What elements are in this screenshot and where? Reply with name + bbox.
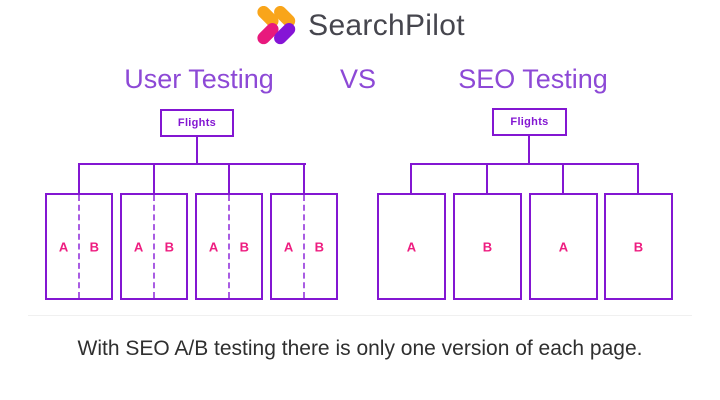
ab-split-dashed-divider bbox=[78, 195, 80, 298]
searchpilot-logo: SearchPilot bbox=[0, 6, 720, 46]
left-tree-root-node: Flights bbox=[160, 109, 234, 137]
heading-user-testing: User Testing bbox=[124, 64, 274, 94]
footer-divider-line bbox=[28, 315, 692, 316]
right-tree-horizontal-line bbox=[410, 163, 639, 165]
chevron-2-top-arm bbox=[274, 6, 296, 28]
variant-a-label: A bbox=[58, 239, 69, 254]
left-tree-drop-line bbox=[78, 164, 80, 193]
left-tree-horizontal-line bbox=[78, 163, 306, 165]
right-tree-root-node: Flights bbox=[492, 108, 567, 136]
single-page-box: B bbox=[604, 193, 673, 300]
variant-label: B bbox=[482, 239, 493, 254]
variant-b-label: B bbox=[164, 239, 175, 254]
double-chevron-right-icon bbox=[257, 6, 296, 45]
variant-a-label: A bbox=[133, 239, 144, 254]
variant-a-label: A bbox=[208, 239, 219, 254]
heading-vs: VS bbox=[339, 64, 377, 94]
variant-b-label: B bbox=[89, 239, 100, 254]
chevron-1 bbox=[257, 6, 279, 45]
right-tree-drop-line bbox=[486, 164, 488, 193]
chevron-1-bottom-arm bbox=[257, 23, 279, 45]
variant-b-label: B bbox=[314, 239, 325, 254]
single-page-box: B bbox=[453, 193, 522, 300]
right-tree-root-stub-line bbox=[528, 136, 530, 164]
ab-split-dashed-divider bbox=[228, 195, 230, 298]
caption-text: With SEO A/B testing there is only one v… bbox=[77, 337, 643, 360]
variant-b-label: B bbox=[239, 239, 250, 254]
heading-seo-testing: SEO Testing bbox=[458, 64, 608, 94]
logo-text: SearchPilot bbox=[308, 9, 465, 42]
left-tree-root-stub-line bbox=[196, 136, 198, 164]
split-page-box: A B bbox=[270, 193, 338, 300]
split-page-box: A B bbox=[195, 193, 263, 300]
chevron-1-top-arm bbox=[257, 6, 279, 28]
right-tree-drop-line bbox=[637, 164, 639, 193]
right-tree-drop-line bbox=[410, 164, 412, 193]
variant-label: A bbox=[406, 239, 417, 254]
variant-label: B bbox=[633, 239, 644, 254]
split-page-box: A B bbox=[120, 193, 188, 300]
chevron-2 bbox=[274, 6, 296, 45]
split-page-box: A B bbox=[45, 193, 113, 300]
ab-split-dashed-divider bbox=[303, 195, 305, 298]
left-tree-drop-line bbox=[153, 164, 155, 193]
right-tree-drop-line bbox=[562, 164, 564, 193]
variant-a-label: A bbox=[283, 239, 294, 254]
left-tree-drop-line bbox=[228, 164, 230, 193]
ab-split-dashed-divider bbox=[153, 195, 155, 298]
chevron-2-bottom-arm bbox=[274, 23, 296, 45]
variant-label: A bbox=[558, 239, 569, 254]
single-page-box: A bbox=[529, 193, 598, 300]
single-page-box: A bbox=[377, 193, 446, 300]
left-tree-drop-line bbox=[303, 164, 305, 193]
